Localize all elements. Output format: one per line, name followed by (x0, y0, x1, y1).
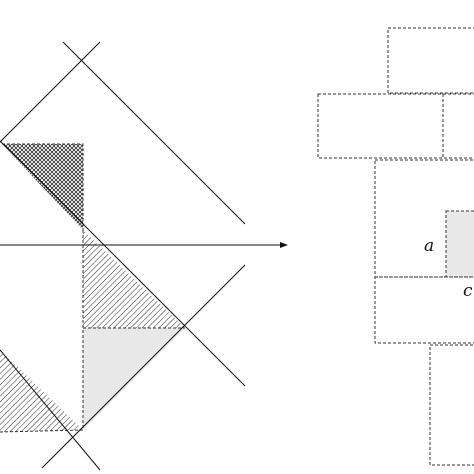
dashed-rect-lower (374, 276, 474, 344)
diagonal-line-2 (0, 41, 101, 143)
dashed-rect-upper-wide (317, 93, 444, 159)
right-panel: a c (317, 27, 474, 466)
dashed-rect-upper-right (442, 93, 474, 159)
diagonal-line-1 (62, 41, 246, 225)
dashed-rect-bottom (429, 344, 474, 466)
diagonal-line-4 (41, 264, 246, 469)
label-a: a (424, 236, 434, 256)
crosshatched-triangle (2, 144, 83, 230)
hatched-triangle-bottom-left (0, 350, 83, 432)
hatched-region-middle (83, 230, 185, 328)
left-panel (0, 41, 288, 471)
light-gray-triangle (83, 328, 185, 430)
diagonal-line-3 (0, 140, 246, 387)
dashed-boundary-upper (2, 143, 84, 230)
diagonal-line-5 (0, 349, 101, 471)
label-c: c (463, 281, 473, 301)
dashed-rect-top (387, 27, 474, 94)
dashed-horizontal-bottom (0, 429, 84, 433)
light-gray-square (446, 211, 474, 277)
